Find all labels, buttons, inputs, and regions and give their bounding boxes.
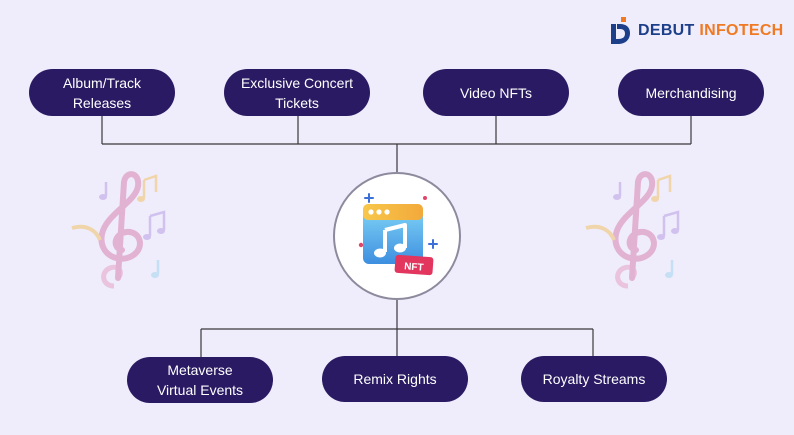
node-label: Exclusive Concert Tickets — [240, 74, 354, 111]
brand-name: DEBUT INFOTECH — [638, 22, 784, 39]
nft-badge-text: NFT — [404, 261, 424, 273]
treble-clef-music-notes-icon — [585, 171, 680, 289]
node-label: Album/Track Releases — [62, 74, 142, 111]
node-label: Remix Rights — [353, 371, 437, 387]
node-royalty-streams: Royalty Streams — [521, 356, 667, 402]
node-merchandising: Merchandising — [618, 69, 764, 116]
node-metaverse-virtual-events: Metaverse Virtual Events — [127, 357, 273, 403]
node-label: Royalty Streams — [542, 371, 646, 387]
music-nft-icon: NFT — [358, 193, 438, 276]
node-remix-rights: Remix Rights — [322, 356, 468, 402]
node-label: Video NFTs — [459, 84, 533, 101]
node-album-track-releases: Album/Track Releases — [29, 69, 175, 116]
node-label: Metaverse Virtual Events — [156, 362, 244, 398]
node-label: Merchandising — [645, 84, 737, 101]
treble-clef-music-notes-icon — [71, 171, 166, 289]
node-video-nfts: Video NFTs — [423, 69, 569, 116]
debut-logo-mark-icon — [611, 17, 630, 44]
brand-logo: DEBUT INFOTECH — [606, 16, 784, 46]
node-exclusive-concert-tickets: Exclusive Concert Tickets — [224, 69, 370, 116]
